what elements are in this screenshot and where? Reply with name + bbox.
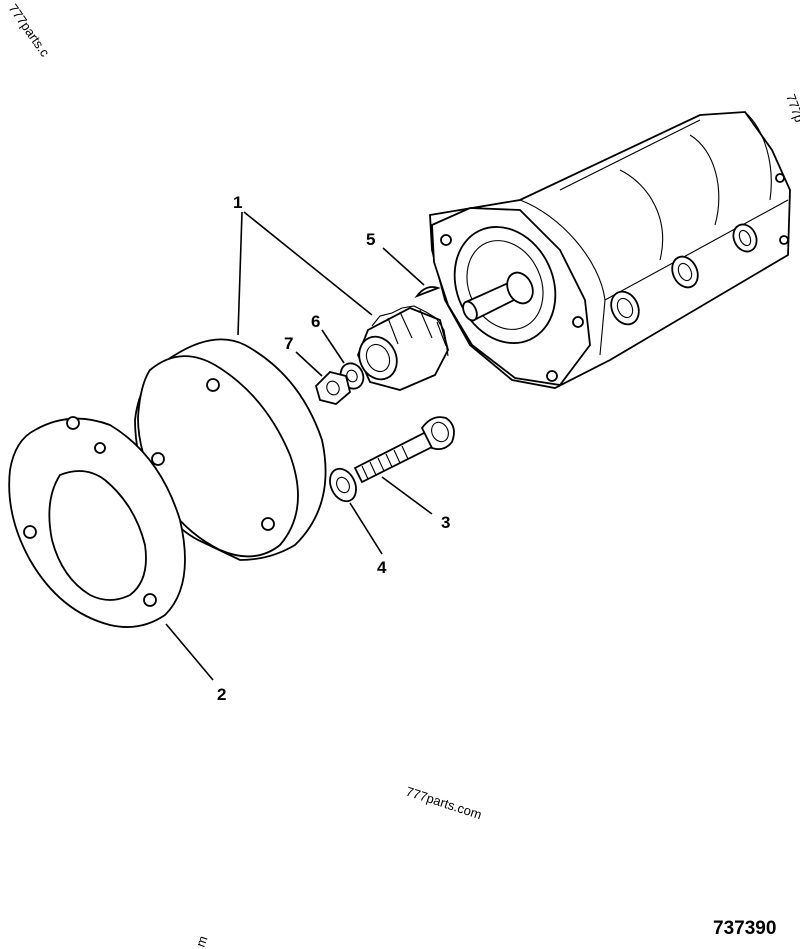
- leader-6: [321, 329, 345, 364]
- watermark-top-left: 777parts.c: [6, 1, 53, 60]
- splined-coupling: [357, 305, 449, 391]
- leader-5: [382, 247, 425, 286]
- leader-3: [381, 476, 433, 515]
- cap-screw: [353, 416, 455, 484]
- watermark-center: 777parts.com: [404, 784, 484, 823]
- hex-nut: [314, 371, 352, 405]
- drawing-number: 737390: [713, 918, 776, 939]
- callout-1: 1: [233, 193, 242, 212]
- washer-large: [329, 467, 357, 503]
- callout-5: 5: [366, 230, 375, 249]
- leader-7: [295, 351, 323, 377]
- leader-4: [349, 502, 383, 555]
- watermark-bottom: m: [193, 934, 211, 949]
- callout-3: 3: [441, 513, 450, 532]
- leader-lines: [165, 211, 433, 681]
- spacer-ring: [8, 416, 186, 628]
- leader-1a: [237, 211, 243, 336]
- watermark-top-right: 777p: [783, 92, 800, 124]
- hydraulic-gear-pump: [429, 111, 791, 389]
- callout-7: 7: [284, 334, 293, 353]
- callout-6: 6: [311, 312, 320, 331]
- woodruff-key: [414, 286, 441, 298]
- leader-2: [165, 623, 214, 681]
- adaptor-housing: [134, 338, 327, 561]
- leader-1b: [243, 211, 373, 316]
- callout-4: 4: [377, 558, 387, 577]
- callout-2: 2: [217, 685, 226, 704]
